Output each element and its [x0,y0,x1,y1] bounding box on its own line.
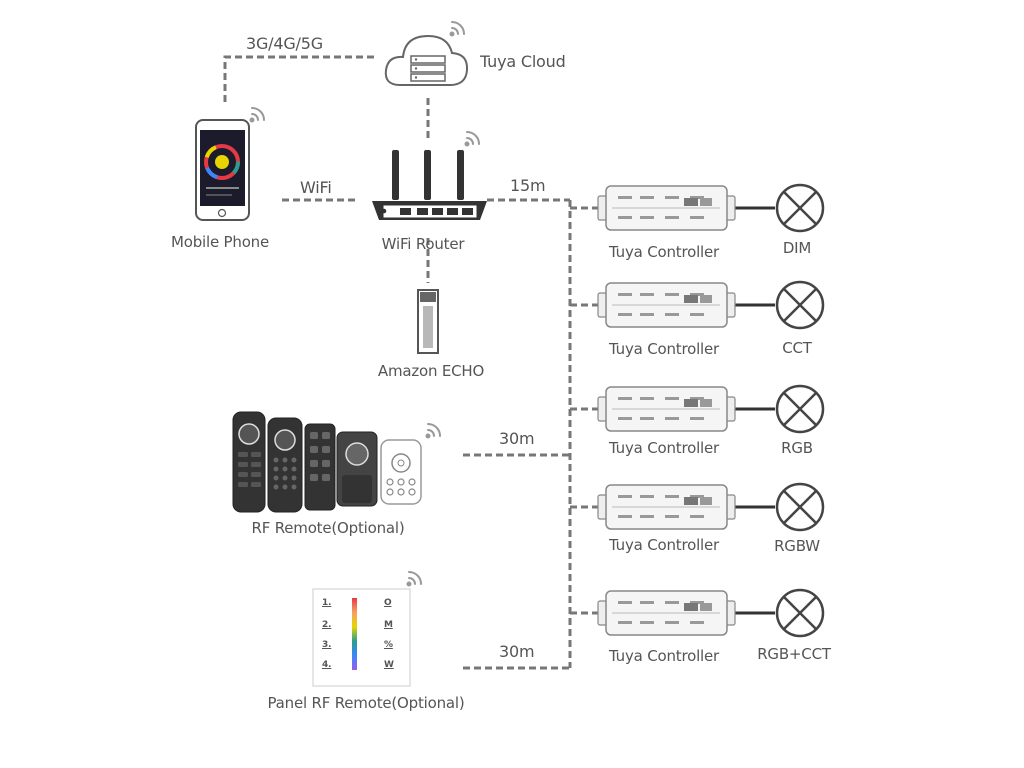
controller-label: Tuya Controller [608,340,720,358]
output-label: RGB+CCT [757,645,831,663]
echo-label: Amazon ECHO [377,362,485,380]
cloud-label: Tuya Cloud [480,52,566,71]
router-distance-label: 15m [510,176,546,195]
panel-key-mode: M [384,620,393,630]
panel-key-white: W [384,660,394,670]
panel-key-percent: % [384,640,393,650]
lamp-icon [775,384,825,434]
router-label: WiFi Router [381,235,465,253]
controller-label: Tuya Controller [608,536,720,554]
rf-remote-distance-label: 30m [499,429,535,448]
panel-key-1: 1. [322,598,332,608]
connection-lines [223,55,598,670]
mobile-phone-icon [195,119,250,221]
tuya-controller-icon [597,282,736,328]
controller-label: Tuya Controller [608,647,720,665]
controller-label: Tuya Controller [608,243,720,261]
output-label: DIM [782,239,812,257]
lamp-icon [775,280,825,330]
tuya-controller-icon [597,185,736,231]
amazon-echo-icon [417,289,439,354]
tuya-controller-icon [597,590,736,636]
panel-key-2: 2. [322,620,332,630]
cloud-icon [384,34,469,86]
panel-distance-label: 30m [499,642,535,661]
output-label: CCT [782,339,812,357]
panel-key-4: 4. [322,660,332,670]
controller-label: Tuya Controller [608,439,720,457]
lamp-icon [775,588,825,638]
output-label: RGB [781,439,813,457]
rf-remote-icons [232,411,422,513]
rf-remote-label: RF Remote(Optional) [251,519,405,537]
panel-remote-icon [312,588,411,687]
panel-remote-label: Panel RF Remote(Optional) [267,694,465,712]
cloud-link-line [223,55,376,102]
phone-label: Mobile Phone [170,233,270,251]
lamp-icon [775,183,825,233]
output-label: RGBW [774,537,820,555]
wifi-link-label: WiFi [300,178,332,197]
tuya-controller-icon [597,484,736,530]
panel-key-3: 3. [322,640,332,650]
panel-key-power: O [384,598,392,608]
signal-icon [449,21,465,37]
output-wires [735,206,775,615]
wifi-router-icon [372,150,487,220]
tuya-controller-icon [597,386,736,432]
lamp-icon [775,482,825,532]
controllers [597,183,825,638]
cloud-link-label: 3G/4G/5G [246,34,323,53]
